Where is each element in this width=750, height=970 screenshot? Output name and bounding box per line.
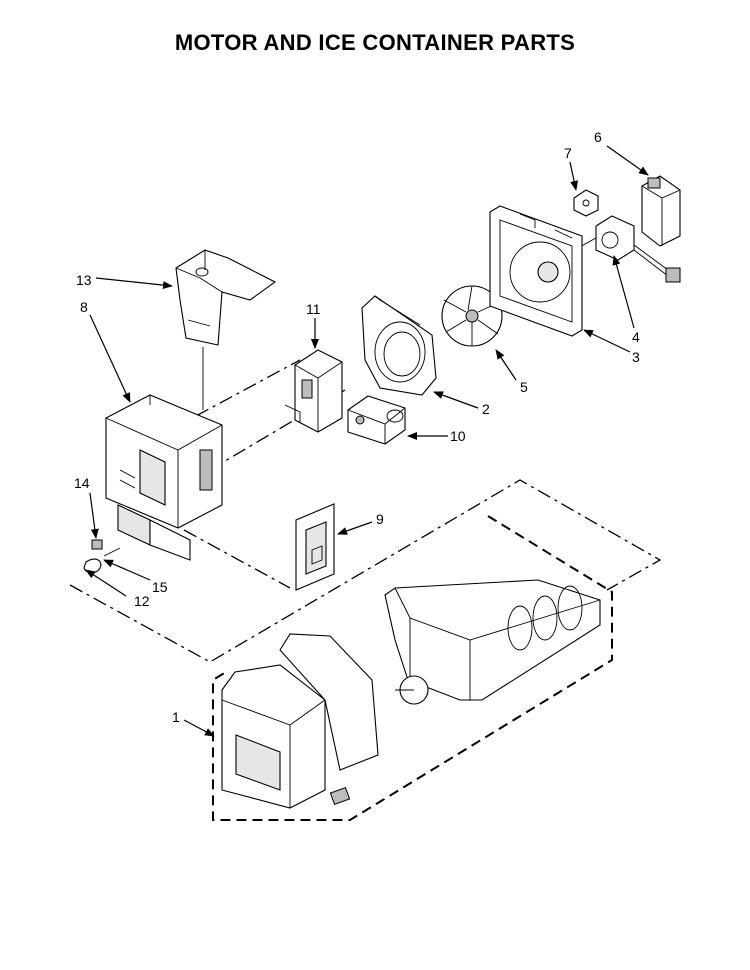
callout-8: 8 <box>80 299 88 315</box>
part-9-cover-plate <box>295 503 335 591</box>
part-15-clip <box>103 547 121 557</box>
callout-labels: 1 2 3 4 5 6 7 8 9 10 11 12 13 14 15 <box>74 129 640 725</box>
leader-lines <box>85 145 649 737</box>
part-5-fan-blade <box>441 285 503 347</box>
callout-5: 5 <box>520 379 528 395</box>
callout-4: 4 <box>632 329 640 345</box>
callout-10: 10 <box>450 428 466 444</box>
part-4-auger-motor <box>595 215 681 283</box>
part-7-clip <box>573 189 599 217</box>
assembly-boundary-lines <box>69 229 662 821</box>
callout-9: 9 <box>376 511 384 527</box>
callout-2: 2 <box>482 401 490 417</box>
part-2-fan-shroud <box>361 295 437 396</box>
callout-7: 7 <box>564 145 572 161</box>
part-6-mounting-bracket <box>641 175 681 247</box>
part-13-chute-bracket <box>175 249 277 346</box>
callout-15: 15 <box>152 579 168 595</box>
callout-13: 13 <box>76 272 92 288</box>
part-8-motor-housing <box>105 394 223 561</box>
part-11-switch-housing <box>284 349 343 433</box>
callout-14: 14 <box>74 475 90 491</box>
part-3-rear-housing <box>489 205 583 337</box>
part-10-motor-assembly <box>347 395 406 445</box>
callout-11: 11 <box>306 301 321 317</box>
diagram-title: MOTOR AND ICE CONTAINER PARTS <box>174 30 576 55</box>
callout-12: 12 <box>134 593 150 609</box>
ice-container <box>384 579 601 705</box>
callout-1: 1 <box>172 709 180 725</box>
part-14-screw <box>91 539 103 550</box>
callout-3: 3 <box>632 349 640 365</box>
callout-6: 6 <box>594 129 602 145</box>
part-1-front-cover <box>221 633 379 809</box>
